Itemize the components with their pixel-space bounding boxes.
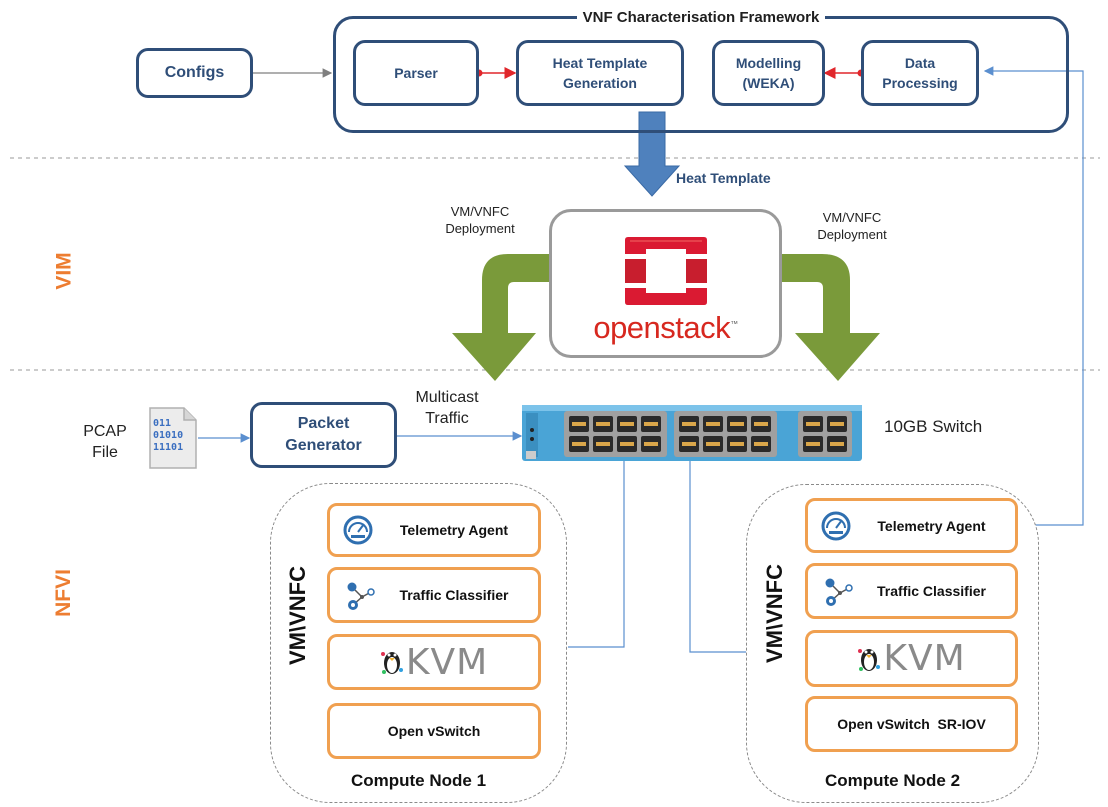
parser-box[interactable]: Parser <box>353 40 479 106</box>
pcap-bits: 011 01010 11101 <box>153 418 184 453</box>
switch-to-node1-line <box>568 446 625 648</box>
heat-template-arrow <box>623 111 681 197</box>
node2-vm-label: VM\VNFC <box>762 564 787 663</box>
openstack-wordmark: openstack™ <box>593 310 738 345</box>
heat-template-label: Heat Template <box>676 170 771 186</box>
data-processing-label: Data Processing <box>882 55 958 91</box>
node1-vswitch-label: Open vSwitch <box>387 723 481 739</box>
nfvi-layer-label: NFVI <box>51 569 75 617</box>
gauge-icon <box>821 511 851 541</box>
pcap-label: PCAP File <box>83 423 127 461</box>
telemetry-feedback-line <box>983 66 1084 526</box>
configs-label: Configs <box>164 64 225 81</box>
node1-classifier-box[interactable]: Traffic Classifier <box>327 567 541 623</box>
node1-vswitch-box[interactable]: Open vSwitch <box>327 703 541 759</box>
modelling-label: Modelling (WEKA) <box>735 55 802 91</box>
parser-label: Parser <box>394 65 438 81</box>
node2-kvm-box[interactable]: KVM <box>805 630 1018 687</box>
node1-kvm-label: KVM <box>405 641 489 683</box>
vim-layer-label: VIM <box>52 252 76 290</box>
node1-telemetry-label: Telemetry Agent <box>399 522 509 538</box>
framework-title: VNF Characterisation Framework <box>333 9 1069 27</box>
kvm-penguin-icon <box>858 648 881 671</box>
network-nodes-icon <box>825 578 853 606</box>
deploy-arrow-left <box>452 254 549 381</box>
network-nodes-icon <box>347 582 375 610</box>
deploy-right-label: VM/VNFC Deployment <box>817 210 887 242</box>
deploy-left-label: VM/VNFC Deployment <box>445 204 515 236</box>
node1-title: Compute Node 1 <box>350 771 487 790</box>
heat-template-generation-box[interactable]: Heat Template Generation <box>516 40 684 106</box>
gauge-icon <box>343 515 373 545</box>
node2-classifier-label: Traffic Classifier <box>877 583 986 599</box>
heat-template-generation-label: Heat Template Generation <box>552 55 648 91</box>
node2-classifier-box[interactable]: Traffic Classifier <box>805 563 1018 619</box>
node2-vswitch-box[interactable]: Open vSwitch SR-IOV <box>805 696 1018 752</box>
kvm-penguin-icon <box>380 652 403 674</box>
switch-to-node2-line <box>689 446 746 653</box>
node1-classifier-label: Traffic Classifier <box>399 587 509 603</box>
packet-generator-label: Packet Generator <box>285 415 362 454</box>
node2-telemetry-box[interactable]: Telemetry Agent <box>805 498 1018 553</box>
network-switch-icon <box>522 405 862 461</box>
node1-telemetry-box[interactable]: Telemetry Agent <box>327 503 541 557</box>
modelling-box[interactable]: Modelling (WEKA) <box>712 40 825 106</box>
packet-generator-box[interactable]: Packet Generator <box>250 402 397 468</box>
node2-telemetry-label: Telemetry Agent <box>877 517 986 534</box>
configs-box[interactable]: Configs <box>136 48 253 98</box>
node2-kvm-label: KVM <box>883 638 966 679</box>
node2-vswitch-label: Open vSwitch SR-IOV <box>837 716 986 732</box>
pcap-file-icon <box>149 407 197 469</box>
openstack-card: openstack™ <box>549 209 782 358</box>
node1-kvm-box[interactable]: KVM <box>327 634 541 690</box>
switch-label: 10GB Switch <box>884 417 983 436</box>
node2-title: Compute Node 2 <box>824 771 961 790</box>
openstack-logo-icon <box>625 237 707 305</box>
multicast-traffic-label: Multicast Traffic <box>415 389 479 427</box>
data-processing-box[interactable]: Data Processing <box>861 40 979 106</box>
deploy-arrow-right <box>782 254 880 381</box>
node1-vm-label: VM\VNFC <box>285 566 310 665</box>
